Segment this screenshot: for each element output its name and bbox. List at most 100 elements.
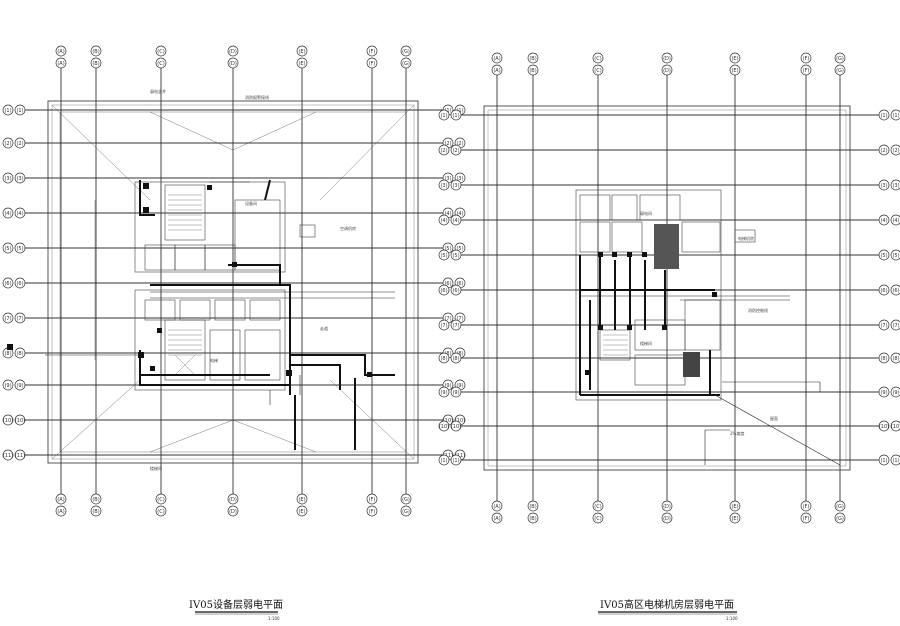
svg-text:(6): (6): [440, 288, 447, 294]
left-grid-col-bubble-bottom: (A): [55, 493, 67, 505]
svg-text:(G): (G): [836, 68, 844, 74]
left-grid-row-bubble-left-2: (2): [14, 137, 26, 149]
left-grid-row-bubble-left: (6): [2, 277, 14, 289]
left-grid-col-bubble-bottom: (E): [296, 493, 308, 505]
svg-text:(F): (F): [369, 497, 376, 503]
svg-text:(D): (D): [229, 49, 237, 55]
svg-text:(10): (10): [455, 418, 465, 424]
svg-text:(F): (F): [369, 49, 376, 55]
right-drawing-scale: 1:100: [726, 616, 738, 621]
svg-text:(C): (C): [157, 61, 164, 67]
left-grid-col-bubble-bottom-2: (F): [366, 505, 378, 517]
svg-text:(6): (6): [16, 281, 23, 287]
right-note-4: 屋面: [770, 415, 778, 421]
svg-text:(8): (8): [16, 351, 23, 357]
svg-text:(1): (1): [892, 458, 899, 464]
svg-text:(G): (G): [402, 497, 410, 503]
svg-text:(A): (A): [57, 49, 64, 55]
svg-text:(9): (9): [452, 390, 459, 396]
svg-text:(E): (E): [731, 516, 738, 522]
svg-text:(4): (4): [444, 211, 451, 217]
right-grid-row-bubble-left: (8): [438, 352, 450, 364]
svg-text:(2): (2): [880, 148, 887, 154]
svg-text:(6): (6): [880, 288, 887, 294]
right-grid-row-bubble-right: (1): [878, 109, 890, 121]
svg-text:(8): (8): [892, 356, 899, 362]
left-grid-row-bubble-left-2: (9): [14, 379, 26, 391]
svg-text:(7): (7): [456, 316, 463, 322]
left-grid-col-bubble-top: (B): [90, 45, 102, 57]
svg-text:(2): (2): [16, 141, 23, 147]
svg-text:(8): (8): [456, 351, 463, 357]
svg-text:(11): (11): [15, 453, 25, 459]
left-grid-col-bubble-top: (G): [400, 45, 412, 57]
svg-text:(D): (D): [663, 504, 671, 510]
right-drawing-title: IV05高区电梯机房层弱电平面: [600, 598, 734, 611]
right-grid-row-bubble-left: (7): [438, 319, 450, 331]
svg-text:(2): (2): [440, 148, 447, 154]
svg-text:(C): (C): [157, 497, 164, 503]
left-grid-row-bubble-left: (1): [2, 104, 14, 116]
right-grid-row-bubble-right-2: (2): [890, 144, 900, 156]
left-grid-row-bubble-left: (3): [2, 172, 14, 184]
left-stair-hatching: [168, 194, 202, 376]
svg-text:(1): (1): [452, 113, 459, 119]
svg-text:(8): (8): [4, 351, 11, 357]
left-floor-plan: (A)(A)(A)(A)(B)(B)(B)(B)(C)(C)(C)(C)(D)(…: [2, 45, 466, 517]
svg-text:(7): (7): [440, 323, 447, 329]
right-grid-row-bubble-left-2: (3): [450, 179, 462, 191]
svg-text:(E): (E): [731, 56, 738, 62]
svg-text:(E): (E): [731, 68, 738, 74]
left-note-5: 楼梯间: [150, 465, 162, 471]
svg-text:(5): (5): [440, 253, 447, 259]
left-grid-row-bubble-left: (4): [2, 207, 14, 219]
svg-text:(1): (1): [880, 458, 887, 464]
svg-text:(F): (F): [803, 56, 810, 62]
right-grid-row-bubble-right: (4): [878, 214, 890, 226]
right-grid-row-bubble-left-2: (10): [450, 420, 462, 432]
svg-text:(C): (C): [594, 68, 601, 74]
right-grid-row-bubble-left: (1): [438, 109, 450, 121]
svg-text:(A): (A): [57, 497, 64, 503]
right-grid-row-bubble-left-2: (1): [450, 454, 462, 466]
right-grid-row-bubble-right-2: (10): [890, 420, 900, 432]
right-grid-col-bubble-bottom-2: (F): [800, 512, 812, 524]
svg-text:(B): (B): [529, 68, 536, 74]
svg-text:(G): (G): [836, 56, 844, 62]
right-grid-col-bubble-top-2: (E): [729, 64, 741, 76]
svg-text:(3): (3): [4, 176, 11, 182]
right-grid-col-bubble-bottom: (F): [800, 500, 812, 512]
svg-text:(5): (5): [880, 253, 887, 259]
svg-text:(E): (E): [298, 497, 305, 503]
svg-text:(G): (G): [402, 509, 410, 515]
svg-text:(1): (1): [16, 108, 23, 114]
svg-text:(A): (A): [57, 509, 64, 515]
left-grid-row-bubble-left: (7): [2, 312, 14, 324]
svg-text:(4): (4): [892, 218, 899, 224]
left-grid-col-bubble-top: (F): [366, 45, 378, 57]
right-grid-col-bubble-bottom-2: (C): [592, 512, 604, 524]
right-grid-row-bubble-right-2: (9): [890, 386, 900, 398]
right-wiring-runs: [580, 295, 841, 466]
svg-text:(10): (10): [15, 418, 25, 424]
right-grid-col-bubble-bottom: (B): [527, 500, 539, 512]
svg-text:(5): (5): [456, 246, 463, 252]
right-grid-row-bubble-right: (7): [878, 319, 890, 331]
left-grid-row-bubble-left-2: (5): [14, 242, 26, 254]
left-grid-row-bubble-left-2: (6): [14, 277, 26, 289]
left-device-symbols: [7, 183, 372, 377]
svg-text:(5): (5): [444, 246, 451, 252]
left-grid-bubbles: (A)(A)(A)(A)(B)(B)(B)(B)(C)(C)(C)(C)(D)(…: [2, 45, 466, 517]
right-grid-col-bubble-top: (C): [592, 52, 604, 64]
right-grid-row-bubble-right-2: (4): [890, 214, 900, 226]
right-grid-row-bubble-left: (5): [438, 249, 450, 261]
right-grid-col-bubble-bottom: (E): [729, 500, 741, 512]
left-grid-col-bubble-bottom-2: (C): [155, 505, 167, 517]
left-note-4: 走道: [320, 325, 328, 331]
svg-text:(G): (G): [402, 61, 410, 67]
right-grid-col-bubble-bottom-2: (G): [834, 512, 846, 524]
svg-text:(E): (E): [298, 509, 305, 515]
right-grid-row-bubble-left: (2): [438, 144, 450, 156]
left-note-1: 消防报警接线: [245, 94, 269, 100]
